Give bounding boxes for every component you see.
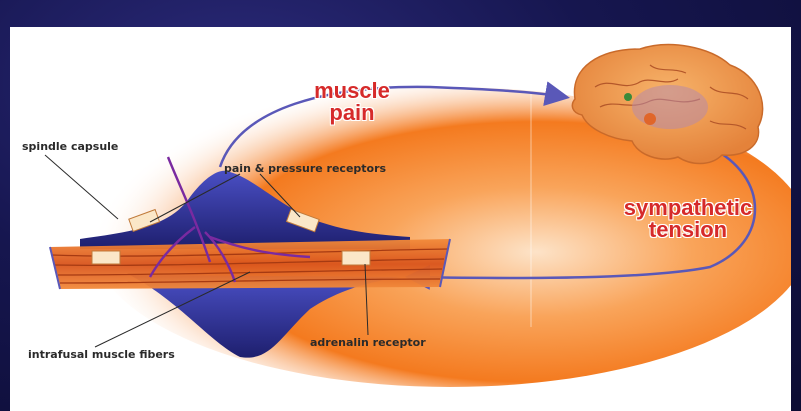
- muscle-pain-line2: pain: [292, 102, 412, 124]
- sympathetic-tension-label: sympathetic tension: [603, 197, 773, 241]
- adrenalin-label: adrenalin receptor: [310, 336, 426, 349]
- sympathetic-line2: tension: [603, 219, 773, 241]
- fold-line: [530, 37, 532, 327]
- receptor-left-end: [92, 251, 120, 264]
- spindle-capsule-label: spindle capsule: [22, 140, 118, 153]
- muscle-pain-line1: muscle: [292, 80, 412, 102]
- diagram-slide: muscle pain sympathetic tension spindle …: [10, 27, 791, 411]
- muscle-pain-label: muscle pain: [292, 80, 412, 124]
- adrenalin-receptor-shape: [342, 251, 370, 265]
- intrafusal-label: intrafusal muscle fibers: [28, 348, 175, 361]
- sympathetic-line1: sympathetic: [603, 197, 773, 219]
- pain-receptors-label: pain & pressure receptors: [224, 162, 386, 175]
